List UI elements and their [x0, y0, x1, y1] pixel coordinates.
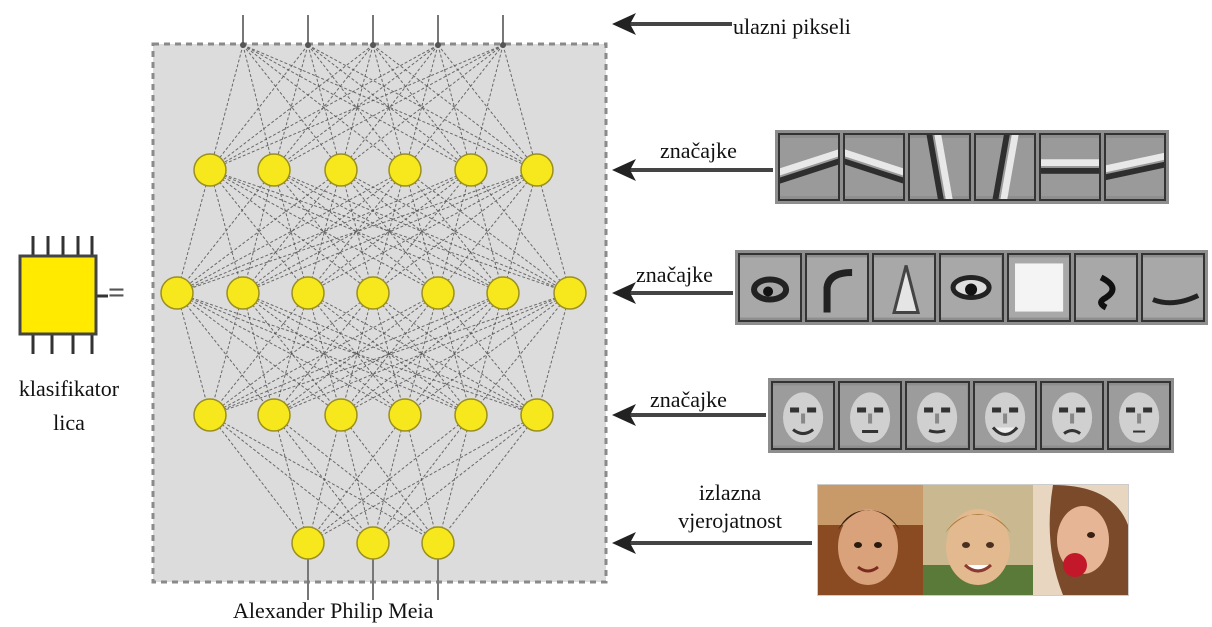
part-feature-tile-2	[872, 253, 937, 322]
arrow-head-4	[612, 532, 636, 554]
neuron-l3-5	[520, 398, 554, 432]
neuron-l4-2	[421, 526, 455, 560]
neuron-l2-6	[553, 276, 587, 310]
neuron-l1-3	[388, 153, 422, 187]
edge-feature-tile-4	[1038, 133, 1101, 201]
neuron-l3-1	[257, 398, 291, 432]
neuron-l2-2	[291, 276, 325, 310]
face-feature-tile-2	[905, 381, 970, 450]
neuron-l2-5	[486, 276, 520, 310]
edge-feature-tile-3	[973, 133, 1036, 201]
edge-feature-tile-1	[843, 133, 906, 201]
neuron-l3-2	[324, 398, 358, 432]
output-label-line1: izlazna	[698, 480, 762, 505]
arrow-head-2	[612, 282, 636, 304]
face-feature-tile-1	[838, 381, 903, 450]
neuron-l2-0	[160, 276, 194, 310]
face-feature-tile-3	[972, 381, 1037, 450]
neuron-l2-4	[421, 276, 455, 310]
photo-philip	[923, 485, 1033, 595]
part-features-strip	[735, 250, 1208, 325]
input-node-4	[500, 42, 506, 48]
features-label-3: značajke	[650, 387, 727, 412]
photo-meia	[1033, 485, 1128, 595]
part-feature-tile-1	[805, 253, 870, 322]
neuron-l1-2	[324, 153, 358, 187]
neuron-l1-0	[193, 153, 227, 187]
features-label-1: značajke	[660, 138, 737, 163]
output-names-label: Alexander Philip Meia	[233, 598, 434, 623]
output-face-photos	[817, 484, 1129, 596]
neuron-l1-4	[454, 153, 488, 187]
output-label-line2: vjerojatnost	[678, 508, 782, 533]
classifier-label-line2: lica	[53, 410, 85, 435]
input-node-3	[435, 42, 441, 48]
neuron-l4-1	[356, 526, 390, 560]
part-feature-tile-6	[1140, 253, 1205, 322]
face-features-strip	[768, 378, 1174, 453]
edge-feature-tile-5	[1103, 133, 1167, 201]
face-feature-tile-0	[771, 381, 836, 450]
features-label-2: značajke	[636, 262, 713, 287]
classifier-label-line1: klasifikator	[18, 376, 120, 401]
edge-feature-tile-0	[778, 133, 841, 201]
arrow-head-3	[612, 404, 636, 426]
network-box	[151, 42, 608, 584]
part-feature-tile-5	[1073, 253, 1138, 322]
face-feature-tile-4	[1039, 381, 1104, 450]
neuron-l1-1	[257, 153, 291, 187]
edge-feature-tile-2	[908, 133, 971, 201]
neuron-l2-1	[226, 276, 260, 310]
neuron-l3-3	[388, 398, 422, 432]
arrows	[612, 13, 812, 554]
network-connections	[176, 44, 571, 544]
input-pixels-label: ulazni pikseli	[733, 14, 851, 39]
part-feature-tile-0	[738, 253, 803, 322]
network-nodes	[160, 42, 587, 560]
edge-features-strip	[775, 130, 1169, 204]
input-node-0	[240, 42, 246, 48]
neuron-l3-4	[454, 398, 488, 432]
neuron-l1-5	[520, 153, 554, 187]
input-node-2	[370, 42, 376, 48]
arrow-head-1	[612, 159, 636, 181]
photo-alexander	[818, 485, 923, 595]
input-node-1	[305, 42, 311, 48]
neuron-l2-3	[356, 276, 390, 310]
neuron-l3-0	[193, 398, 227, 432]
part-feature-tile-4	[1006, 253, 1071, 322]
equals-sign: =	[108, 276, 126, 309]
classifier-chip-icon	[18, 236, 108, 354]
face-feature-tile-5	[1106, 381, 1172, 450]
part-feature-tile-3	[939, 253, 1004, 322]
arrow-head-0	[612, 13, 636, 35]
neuron-l4-0	[291, 526, 325, 560]
